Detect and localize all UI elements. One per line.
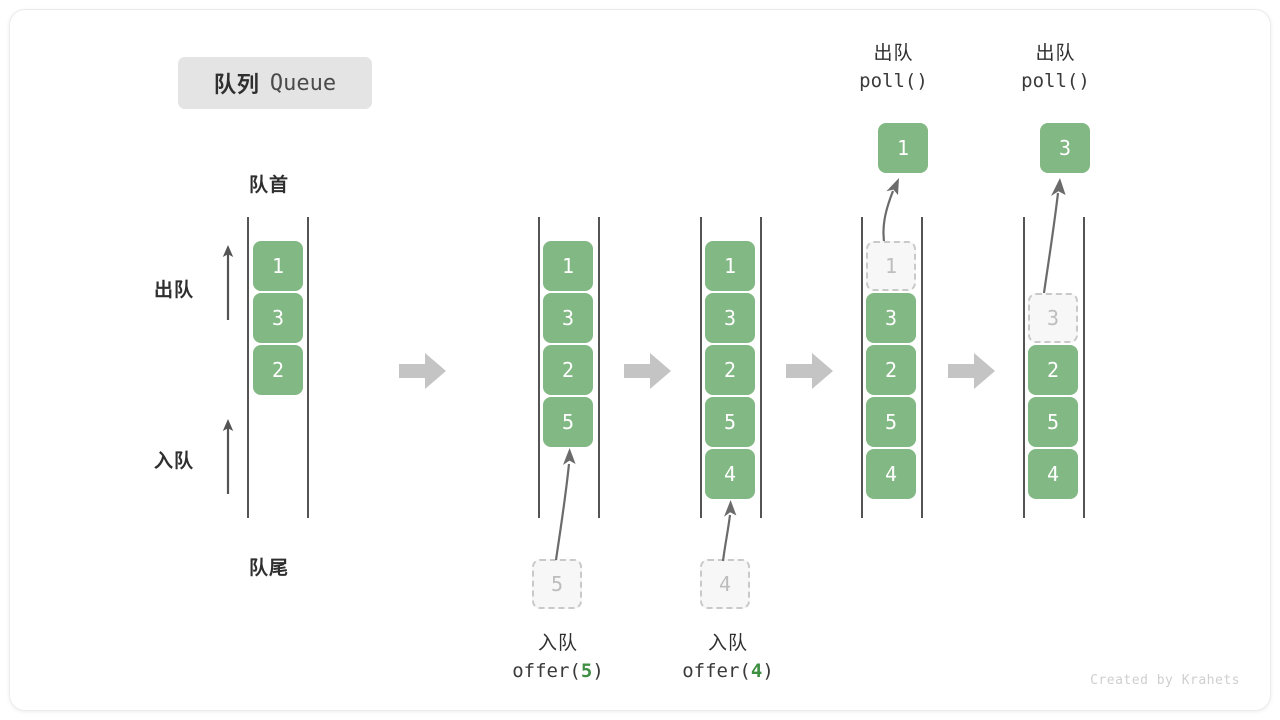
queue-rail-right: [1083, 217, 1085, 518]
queue-rail-left: [247, 217, 249, 518]
caption-chinese: 入队: [537, 633, 578, 654]
queue-rail-left: [1023, 217, 1025, 518]
queue-item: 5: [866, 397, 916, 447]
queue-rail-right: [760, 217, 762, 518]
queue-item: 5: [705, 397, 755, 447]
enqueue-direction-arrow-icon: [222, 419, 234, 494]
queue-item-new: 5: [543, 397, 593, 447]
queue-item-new: 4: [705, 449, 755, 499]
queue-item: 3: [253, 293, 303, 343]
caption-code: poll(): [859, 69, 928, 92]
queue-item: 2: [253, 345, 303, 395]
queue-item: 1: [253, 241, 303, 291]
queue-tail-label: 队尾: [249, 558, 290, 579]
caption-code: offer(5): [512, 659, 604, 682]
queue-item: 1: [543, 241, 593, 291]
dequeue-curve-arrow-icon: [1041, 178, 1066, 301]
enqueue-direction-label: 入队: [154, 451, 195, 472]
incoming-element-ghost: 5: [532, 559, 582, 609]
step-arrow-icon: [399, 353, 446, 389]
polled-element: 1: [878, 123, 928, 173]
queue-rail-right: [598, 217, 600, 518]
stage-caption-poll-3: 出队 poll(): [978, 41, 1133, 95]
queue-item: 3: [543, 293, 593, 343]
queue-item-removed-ghost: 3: [1028, 293, 1078, 343]
title-english: Queue: [269, 70, 337, 96]
dequeue-direction-arrow-icon: [222, 245, 234, 320]
caption-chinese: 入队: [707, 633, 748, 654]
queue-item: 1: [705, 241, 755, 291]
watermark: Created by Krahets: [1090, 673, 1240, 688]
queue-rail-left: [861, 217, 863, 518]
queue-item: 2: [866, 345, 916, 395]
caption-code: poll(): [1021, 69, 1090, 92]
stage-caption-poll-1: 出队 poll(): [816, 41, 971, 95]
queue-rail-right: [307, 217, 309, 518]
stage-caption-offer-4: 入队 offer(4): [638, 631, 818, 685]
queue-item: 5: [1028, 397, 1078, 447]
enqueue-curve-arrow-icon: [554, 448, 576, 561]
queue-item: 2: [705, 345, 755, 395]
diagram-card: 队列 Queue 队首 队尾 出队 入队 1 3 2 1 3 2 5 5: [9, 9, 1271, 711]
queue-item-removed-ghost: 1: [866, 241, 916, 291]
queue-item: 3: [866, 293, 916, 343]
caption-chinese: 出队: [1035, 43, 1076, 64]
caption-code: offer(4): [682, 659, 774, 682]
polled-element: 3: [1040, 123, 1090, 173]
enqueue-curve-arrow-icon: [721, 500, 737, 562]
diagram-title: 队列 Queue: [178, 57, 372, 109]
step-arrow-icon: [948, 353, 995, 389]
queue-item: 4: [866, 449, 916, 499]
stage-caption-offer-5: 入队 offer(5): [468, 631, 648, 685]
queue-rail-left: [538, 217, 540, 518]
queue-item: 4: [1028, 449, 1078, 499]
step-arrow-icon: [786, 353, 833, 389]
queue-item: 3: [705, 293, 755, 343]
step-arrow-icon: [624, 353, 671, 389]
queue-head-label: 队首: [249, 175, 290, 196]
incoming-element-ghost: 4: [700, 559, 750, 609]
title-chinese: 队列: [213, 72, 260, 97]
dequeue-curve-arrow-icon: [882, 178, 899, 248]
caption-chinese: 出队: [873, 43, 914, 64]
dequeue-direction-label: 出队: [154, 280, 195, 301]
queue-rail-left: [700, 217, 702, 518]
queue-item: 2: [543, 345, 593, 395]
queue-item: 2: [1028, 345, 1078, 395]
queue-rail-right: [921, 217, 923, 518]
